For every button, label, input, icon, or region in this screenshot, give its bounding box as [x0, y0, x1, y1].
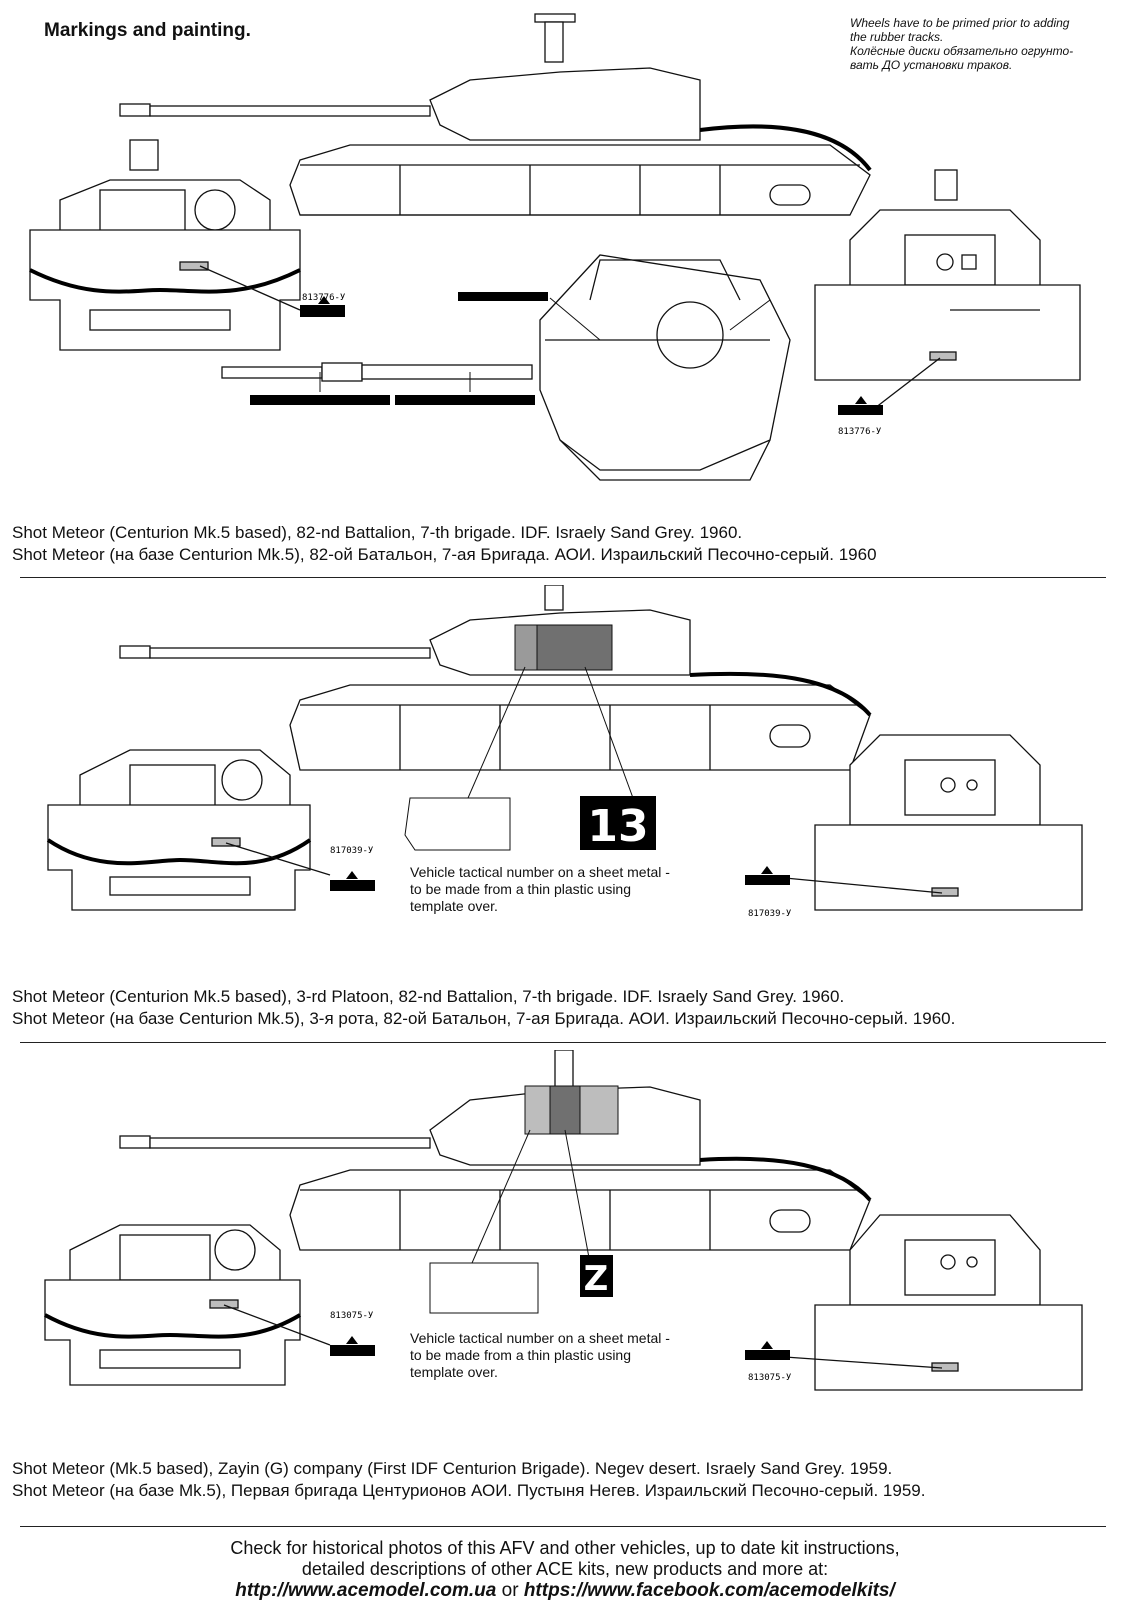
- footer-line: detailed descriptions of other ACE kits,…: [301, 1559, 829, 1579]
- note-line: the rubber tracks.: [850, 30, 944, 44]
- marking-bars: [330, 866, 790, 891]
- serial-plate-rear: 813776-У: [838, 427, 882, 437]
- tactical-number-z: Z: [584, 1259, 609, 1299]
- rear-view-tank: [784, 1214, 1083, 1391]
- note-line: Wheels have to be primed prior to adding: [850, 16, 1070, 30]
- scheme-3-caption-en: Shot Meteor (Mk.5 based), Zayin (G) comp…: [12, 1459, 893, 1478]
- turret-sheet-metal-panel: [471, 1085, 619, 1264]
- marking-bars: [250, 292, 883, 415]
- tactical-number-stencil: 13: [580, 796, 656, 852]
- panel-template-outline: [429, 1262, 539, 1314]
- facebook-link[interactable]: https://www.facebook.com/acemodelkits/: [523, 1580, 895, 1601]
- note-line: вать ДО установки траков.: [850, 58, 1013, 72]
- page-title: Markings and painting.: [44, 20, 251, 41]
- footer-line: Check for historical photos of this AFV …: [230, 1538, 900, 1558]
- scheme-2-caption-ru: Shot Meteor (на базе Centurion Mk.5), 3-…: [12, 1009, 956, 1028]
- priming-note: Wheels have to be primed prior to adding…: [850, 16, 1120, 72]
- front-view-tank: [46, 749, 331, 911]
- side-view-tank: [119, 585, 872, 771]
- tactical-number-13: 13: [587, 801, 648, 852]
- section-divider: [20, 1526, 1106, 1527]
- instruction-line: to be made from a thin plastic using: [410, 881, 632, 897]
- instruction-line: to be made from a thin plastic using: [410, 1347, 632, 1363]
- side-view-tank: [119, 1050, 872, 1251]
- instruction-line: Vehicle tactical number on a sheet metal…: [410, 1330, 670, 1346]
- note-line: Колёсные диски обязательно огрунто-: [850, 44, 1074, 58]
- serial-plate-rear: 817039-У: [748, 909, 792, 919]
- scheme-3-caption-ru: Shot Meteor (на базе Mk.5), Первая брига…: [12, 1481, 926, 1500]
- instruction-line: Vehicle tactical number on a sheet metal…: [410, 864, 670, 880]
- or-text: or: [501, 1580, 519, 1601]
- scheme-1-drawings: 813776-У 813776-У: [29, 13, 1081, 481]
- serial-plate-front: 813075-У: [330, 1311, 374, 1321]
- tactical-number-stencil: Z: [580, 1255, 613, 1299]
- turret-sheet-metal-panel: [467, 624, 634, 799]
- front-view-tank: [44, 1224, 331, 1386]
- side-view-tank: [119, 13, 872, 216]
- footer: Check for historical photos of this AFV …: [0, 1538, 1130, 1601]
- website-link[interactable]: http://www.acemodel.com.ua: [235, 1580, 497, 1601]
- scheme-2-drawings: 13 817039-У 817039-У: [46, 585, 1083, 919]
- instruction-line: template over.: [410, 1364, 498, 1380]
- section-divider: [20, 577, 1106, 578]
- panel-template-outline: [404, 797, 511, 851]
- serial-plate-front: 813776-У: [302, 293, 346, 303]
- section-divider: [20, 1042, 1106, 1043]
- footer-links: http://www.acemodel.com.ua or https://ww…: [0, 1580, 1130, 1601]
- scheme-2-instruction: Vehicle tactical number on a sheet metal…: [410, 864, 670, 915]
- scheme-1-caption-ru: Shot Meteor (на базе Centurion Mk.5), 82…: [12, 545, 877, 564]
- serial-plate-rear: 813075-У: [748, 1373, 792, 1383]
- marking-bars: [330, 1336, 790, 1360]
- scheme-3-instruction: Vehicle tactical number on a sheet metal…: [410, 1330, 670, 1381]
- scheme-3-drawings: Z 813075-У 813075-У: [44, 1050, 1083, 1391]
- front-view-tank: [29, 139, 301, 351]
- rear-view-tank: [814, 169, 1081, 409]
- scheme-2-caption-en: Shot Meteor (Centurion Mk.5 based), 3-rd…: [12, 987, 845, 1006]
- serial-plate-front: 817039-У: [330, 846, 374, 856]
- top-view-tank: [221, 254, 791, 481]
- scheme-1-caption-en: Shot Meteor (Centurion Mk.5 based), 82-n…: [12, 523, 743, 542]
- instruction-line: template over.: [410, 898, 498, 914]
- rear-view-tank: [784, 734, 1083, 911]
